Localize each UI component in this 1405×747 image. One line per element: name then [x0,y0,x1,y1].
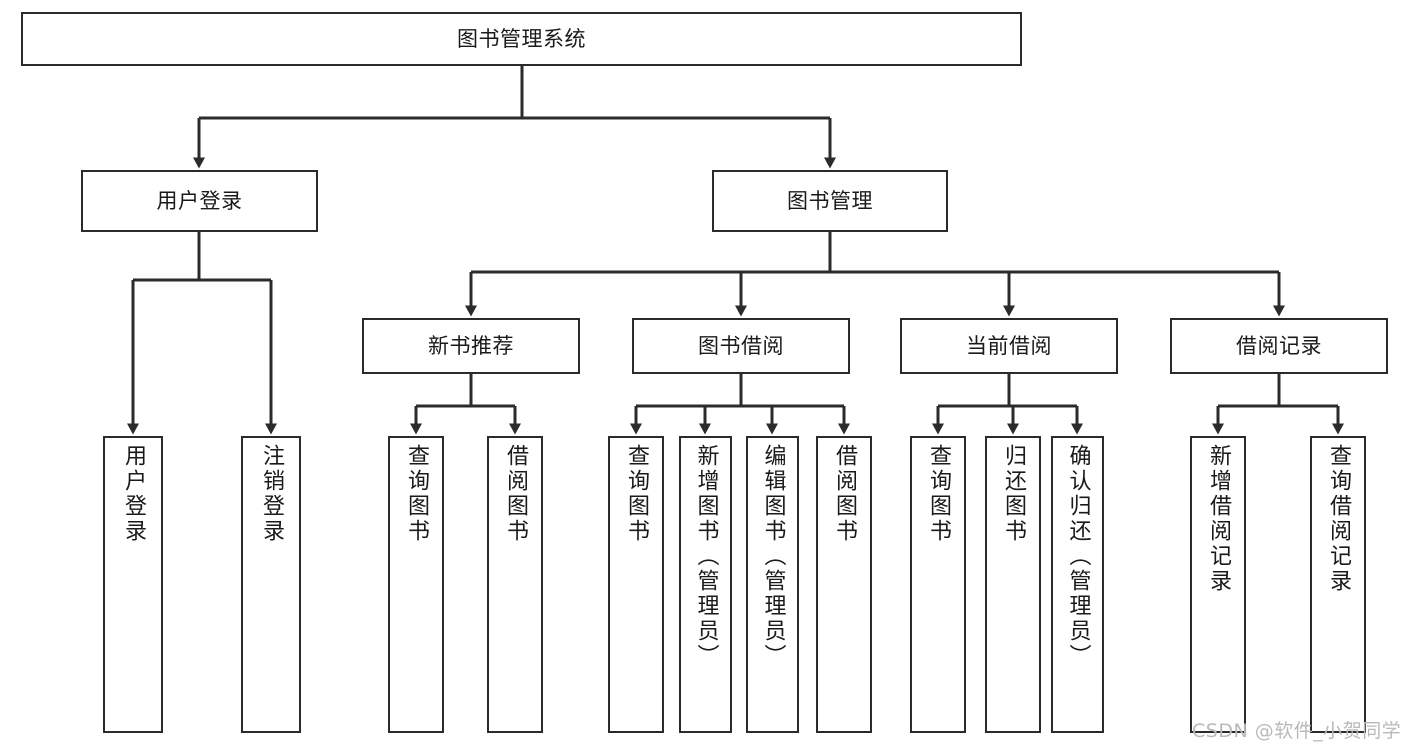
node-book-management[interactable]: 图书管理 [712,170,948,232]
leaf-confirm-return[interactable]: 确认归还（管理员） [1051,436,1104,733]
node-book-borrowing[interactable]: 图书借阅 [632,318,850,374]
leaf-query-book-1[interactable]: 查询图书 [388,436,444,733]
leaf-borrow-book-2-label: 借阅图书 [832,444,857,544]
node-user-login-label: 用户登录 [156,188,243,213]
leaf-return-book-label: 归还图书 [1001,444,1026,544]
node-user-login[interactable]: 用户登录 [81,170,318,232]
leaf-borrow-book-1-label: 借阅图书 [503,444,528,544]
leaf-add-borrow-record-label: 新增借阅记录 [1206,444,1231,594]
node-current-borrowing-label: 当前借阅 [966,333,1052,358]
leaf-confirm-return-label: 确认归还（管理员） [1065,444,1091,669]
node-root[interactable]: 图书管理系统 [21,12,1022,66]
node-new-book-recommendation-label: 新书推荐 [428,333,514,358]
leaf-logout-label: 注销登录 [259,444,284,544]
node-root-label: 图书管理系统 [457,26,586,51]
leaf-query-book-2-label: 查询图书 [624,444,649,544]
node-borrowing-record-label: 借阅记录 [1236,333,1322,358]
leaf-query-borrow-record[interactable]: 查询借阅记录 [1310,436,1366,733]
leaf-edit-book[interactable]: 编辑图书（管理员） [746,436,799,733]
leaf-logout[interactable]: 注销登录 [241,436,301,733]
node-book-borrowing-label: 图书借阅 [698,333,784,358]
leaf-add-book[interactable]: 新增图书（管理员） [679,436,732,733]
leaf-user-login-label: 用户登录 [121,444,146,544]
leaf-query-book-2[interactable]: 查询图书 [608,436,664,733]
leaf-query-borrow-record-label: 查询借阅记录 [1326,444,1351,594]
leaf-edit-book-label: 编辑图书（管理员） [760,444,786,669]
leaf-add-book-label: 新增图书（管理员） [693,444,719,669]
node-current-borrowing[interactable]: 当前借阅 [900,318,1118,374]
leaf-borrow-book-2[interactable]: 借阅图书 [816,436,872,733]
node-borrowing-record[interactable]: 借阅记录 [1170,318,1388,374]
leaf-borrow-book-1[interactable]: 借阅图书 [487,436,543,733]
leaf-user-login[interactable]: 用户登录 [103,436,163,733]
leaf-query-book-3[interactable]: 查询图书 [910,436,966,733]
node-new-book-recommendation[interactable]: 新书推荐 [362,318,580,374]
csdn-watermark: CSDN @软件_小贺同学 [1192,720,1402,742]
node-book-management-label: 图书管理 [787,188,873,213]
leaf-add-borrow-record[interactable]: 新增借阅记录 [1190,436,1246,733]
leaf-query-book-1-label: 查询图书 [404,444,429,544]
leaf-return-book[interactable]: 归还图书 [985,436,1041,733]
leaf-query-book-3-label: 查询图书 [926,444,951,544]
